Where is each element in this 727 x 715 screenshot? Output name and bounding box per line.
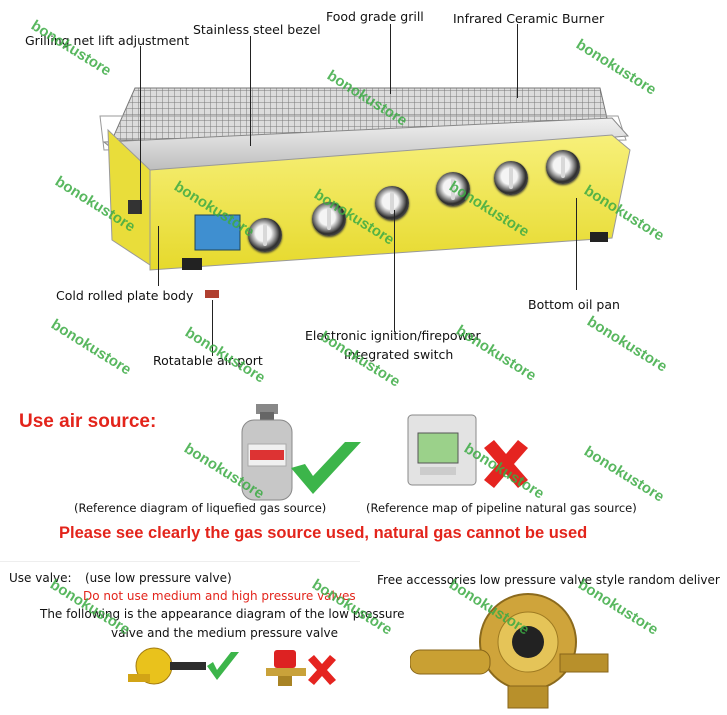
valve-desc-2: valve and the medium pressure valve bbox=[111, 626, 339, 640]
natural-gas-caption: (Reference map of pipeline natural gas s… bbox=[366, 501, 637, 515]
label-grill: Food grade grill bbox=[326, 9, 424, 24]
lpg-caption: (Reference diagram of liquefied gas sour… bbox=[74, 501, 327, 515]
label-plate-body: Cold rolled plate body bbox=[56, 288, 194, 303]
medium-pressure-valve-image bbox=[266, 650, 306, 686]
knob-6 bbox=[546, 150, 580, 184]
label-ignition-2: Integrated switch bbox=[344, 347, 454, 362]
callout-line bbox=[250, 36, 251, 146]
gas-warning: Please see clearly the gas source used, … bbox=[59, 524, 588, 542]
knob-2 bbox=[312, 202, 346, 236]
callout-line bbox=[517, 24, 518, 98]
label-grilling-net: Grilling net lift adjustment bbox=[25, 33, 190, 48]
watermark: bonokustore bbox=[583, 313, 671, 376]
air-source-title: Use air source: bbox=[19, 411, 157, 432]
label-ignition-1: Electronic ignition/firepower bbox=[305, 328, 481, 343]
watermark: bonokustore bbox=[452, 322, 540, 385]
knob-4 bbox=[436, 172, 470, 206]
check-mark-icon-small bbox=[207, 652, 239, 680]
valve-desc-1: The following is the appearance diagram … bbox=[40, 607, 405, 621]
callout-line bbox=[140, 46, 141, 214]
use-valve-label: Use valve: bbox=[9, 571, 72, 585]
control-label-plate bbox=[194, 214, 241, 251]
label-burner: Infrared Ceramic Burner bbox=[453, 11, 605, 26]
check-mark-icon bbox=[291, 442, 361, 494]
label-air-port: Rotatable air port bbox=[153, 353, 263, 368]
knob-1 bbox=[248, 218, 282, 252]
callout-line bbox=[158, 226, 159, 286]
cross-mark-icon bbox=[484, 440, 528, 488]
callout-line bbox=[390, 24, 391, 94]
callout-line bbox=[576, 198, 577, 290]
watermark: bonokustore bbox=[47, 316, 135, 379]
brass-regulator-image bbox=[410, 593, 609, 709]
callout-line bbox=[212, 300, 213, 356]
divider bbox=[0, 561, 360, 562]
knob-3 bbox=[375, 186, 409, 220]
use-valve-note: (use low pressure valve) bbox=[85, 571, 232, 585]
lpg-cylinder-image bbox=[241, 404, 293, 501]
cross-mark-icon-small bbox=[308, 655, 336, 685]
air-port bbox=[205, 290, 219, 298]
low-pressure-valve-image bbox=[128, 647, 206, 685]
accessories-note: Free accessories low pressure valve styl… bbox=[377, 573, 720, 587]
knob-5 bbox=[494, 161, 528, 195]
do-not-use-note: Do not use medium and high pressure valv… bbox=[83, 589, 356, 603]
gas-meter-image bbox=[407, 414, 477, 486]
label-oil-pan: Bottom oil pan bbox=[528, 297, 620, 312]
callout-line bbox=[394, 210, 395, 332]
watermark: bonokustore bbox=[580, 443, 668, 506]
label-bezel: Stainless steel bezel bbox=[193, 22, 321, 37]
